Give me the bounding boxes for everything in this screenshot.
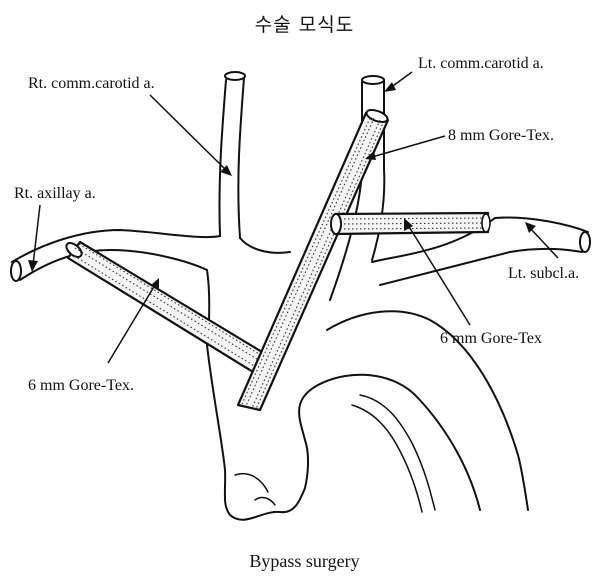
label-rt-carotid: Rt. comm.carotid a.: [28, 75, 155, 92]
label-lt-carotid: Lt. comm.carotid a.: [418, 55, 544, 72]
label-graft-6mm-left: 6 mm Gore-Tex: [440, 330, 542, 347]
rt-carotid-cut-end: [225, 72, 245, 80]
graft-6mm-left-side: [331, 213, 490, 234]
lt-carotid-cut-end: [362, 76, 384, 84]
label-graft-8mm: 8 mm Gore-Tex.: [448, 127, 554, 144]
rt-axillary-cut-end: [11, 261, 21, 281]
label-rt-axillary: Rt. axillay a.: [14, 185, 96, 202]
label-graft-6mm-right: 6 mm Gore-Tex.: [28, 377, 134, 394]
diagram-caption: Bypass surgery: [0, 551, 609, 572]
lt-subclavian-cut-end: [580, 232, 590, 252]
graft-8mm: [238, 108, 389, 410]
label-lt-subclavian: Lt. subcl.a.: [508, 265, 579, 282]
graft-6mm-right-side: [64, 240, 272, 375]
